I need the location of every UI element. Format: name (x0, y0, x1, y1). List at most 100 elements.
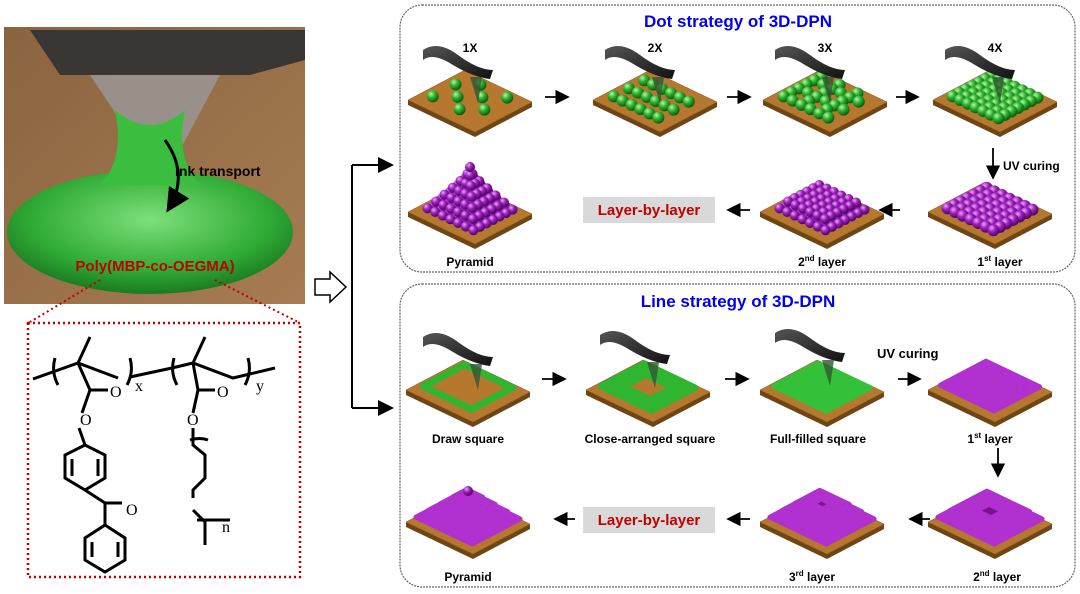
ink-dot (813, 107, 826, 120)
layer-2-label: 2nd layer (798, 254, 846, 269)
ink-dot (616, 94, 629, 107)
ink-transport-arrow (163, 139, 190, 213)
ink-line (450, 487, 486, 507)
substrate (407, 69, 533, 137)
substrate (585, 359, 711, 427)
layer-2-label: 2nd layer (973, 569, 1021, 584)
ink-line (965, 497, 1015, 525)
ink-dot (453, 103, 466, 116)
ink-dot (478, 103, 491, 116)
dpn-tip-icon (775, 329, 845, 362)
substrate (759, 359, 885, 427)
step-label: 1X (463, 41, 478, 55)
ink-line (598, 360, 698, 414)
subscript-x: x (135, 378, 143, 395)
ink-dot (640, 90, 653, 103)
step-label: Draw square (432, 432, 504, 446)
pyramid-label: Pyramid (446, 255, 493, 269)
step-label: 4X (988, 41, 1003, 55)
ink-dot (634, 103, 647, 116)
structure-inset-box (26, 321, 302, 579)
substrate (927, 181, 1053, 249)
ink-line (972, 376, 1008, 396)
ink-dot (812, 221, 823, 232)
polymer-label: Poly(MBP-co-OEGMA) (75, 258, 234, 275)
ink-dot (501, 91, 514, 104)
atom-o: O (187, 412, 199, 429)
ink-line (956, 493, 1024, 529)
ink-dot (467, 213, 478, 224)
substrate (932, 69, 1058, 137)
ink-dot (797, 214, 808, 225)
ink-line (809, 496, 835, 512)
ink-dot (992, 112, 1005, 125)
ink-dot (774, 203, 785, 214)
ink-line (805, 377, 839, 397)
subscript-y: y (256, 378, 264, 395)
chemical-structure (32, 336, 276, 574)
ink-dot (987, 224, 1000, 237)
ink-dot (786, 94, 799, 107)
step-label: Close-arranged square (585, 432, 716, 446)
dpn-tip-icon (600, 331, 670, 364)
ink-line (608, 365, 688, 409)
ink-dot (466, 191, 477, 202)
layer-1-label: 1st layer (967, 431, 1013, 446)
step-label: 2X (648, 41, 663, 55)
ink-dot (819, 213, 830, 224)
ink-line (779, 364, 865, 410)
ink-line (963, 371, 1017, 401)
ink-dot (782, 206, 793, 217)
ink-dot (445, 214, 456, 225)
layer-3-label: 3rd layer (789, 569, 835, 584)
ink-dot (467, 202, 478, 213)
layer-by-layer-label: Layer-by-layer (598, 202, 701, 219)
ink-dot (638, 74, 651, 87)
dpn-tip (90, 75, 220, 150)
layer-1-label: 1st layer (977, 254, 1023, 269)
open-arrow-icon (314, 270, 348, 304)
ink-line (619, 370, 677, 404)
substrate (592, 69, 718, 137)
dot-strategy-title: Dot strategy of 3D-DPN (644, 12, 832, 31)
ink-dot (465, 180, 476, 191)
ink-dot (664, 87, 677, 100)
ink-dot (607, 90, 620, 103)
ink-line (955, 367, 1025, 405)
ink-dot (437, 210, 448, 221)
ink-transport-label: Ink transport (175, 163, 261, 179)
dpn-tip-icon (605, 46, 675, 79)
ink-line (947, 488, 1033, 534)
ink-line (788, 369, 856, 405)
ink-dot (795, 98, 808, 111)
ink-dot (805, 217, 816, 228)
ink-transport-illustration: Ink transport Poly(MBP-co-OEGMA) (4, 27, 305, 579)
ink-dot (631, 86, 644, 99)
ink-dot (804, 103, 817, 116)
ink-dot (426, 90, 439, 103)
ink-meniscus (7, 170, 293, 294)
substrate (407, 162, 533, 249)
step-label: 3X (818, 41, 833, 55)
substrate (759, 487, 885, 559)
dot-strategy-panel (399, 4, 1076, 273)
ink-dot (652, 111, 665, 124)
subscript-n: n (222, 519, 230, 536)
step-label: Full-filled square (770, 432, 866, 446)
line-strategy-title: Line strategy of 3D-DPN (641, 292, 836, 311)
ink-dot (852, 95, 865, 108)
ink-dot (468, 225, 479, 236)
line-strategy-panel (399, 283, 1076, 588)
ink-dot (622, 82, 635, 95)
dpn-tip-icon (945, 46, 1015, 79)
ink-dot (465, 162, 475, 172)
atom-o: O (110, 384, 122, 401)
ink-dot (476, 91, 489, 104)
layer-by-layer-label: Layer-by-layer (598, 512, 701, 529)
ink-dot (422, 203, 433, 214)
ink-line (814, 382, 830, 392)
ink-dot (789, 210, 800, 221)
ink-dot (625, 98, 638, 111)
connector-arrows (314, 157, 394, 416)
